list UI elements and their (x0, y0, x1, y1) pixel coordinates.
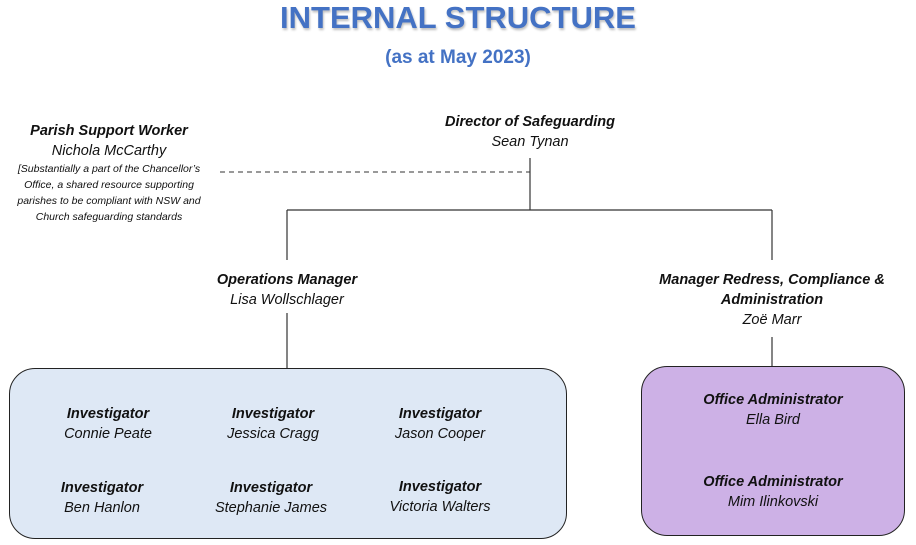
office-admin-role: Office Administrator (703, 392, 843, 408)
parish-support-note-2: Office, a shared resource supporting (24, 179, 194, 191)
parish-support-note-3: parishes to be compliant with NSW and (17, 195, 201, 207)
investigator-role: Investigator (231, 406, 315, 422)
parish-support-node: Parish Support Worker Nichola McCarthy [… (2, 121, 216, 225)
investigator-role: Investigator (398, 406, 482, 422)
investigator-node: Investigator Stephanie James (193, 478, 349, 518)
investigator-role: Investigator (398, 479, 482, 495)
director-name: Sean Tynan (491, 134, 569, 150)
parish-support-note-4: Church safeguarding standards (35, 211, 183, 223)
director-role: Director of Safeguarding (445, 114, 615, 130)
office-admin-node: Office Administrator Mim Ilinkovski (642, 472, 904, 512)
investigator-name: Ben Hanlon (64, 500, 140, 516)
redress-manager-name: Zoë Marr (742, 312, 802, 328)
operations-manager-role: Operations Manager (216, 272, 358, 288)
office-admin-name: Ella Bird (746, 412, 800, 428)
investigator-node: Investigator Connie Peate (38, 404, 178, 444)
investigators-box: Investigator Connie Peate Investigator J… (9, 368, 567, 539)
office-admin-node: Office Administrator Ella Bird (642, 390, 904, 430)
redress-manager-role-line1: Manager Redress, Compliance & (659, 272, 885, 288)
investigator-name: Jessica Cragg (227, 426, 319, 442)
investigator-node: Investigator Jason Cooper (370, 404, 510, 444)
parish-support-name: Nichola McCarthy (51, 143, 167, 159)
investigator-role: Investigator (60, 480, 144, 496)
operations-manager-name: Lisa Wollschlager (230, 292, 344, 308)
director-node: Director of Safeguarding Sean Tynan (420, 112, 640, 152)
page-subtitle: (as at May 2023) (385, 47, 531, 68)
investigator-role: Investigator (229, 480, 313, 496)
parish-support-note-1: [Substantially a part of the Chancellor’… (17, 163, 201, 175)
investigator-name: Victoria Walters (389, 499, 491, 515)
office-admin-box: Office Administrator Ella Bird Office Ad… (641, 366, 905, 536)
investigator-name: Connie Peate (64, 426, 152, 442)
parish-support-role: Parish Support Worker (30, 123, 188, 139)
investigator-node: Investigator Ben Hanlon (32, 478, 172, 518)
investigator-name: Jason Cooper (394, 426, 486, 442)
investigator-role: Investigator (66, 406, 150, 422)
office-admin-name: Mim Ilinkovski (727, 494, 819, 510)
office-admin-role: Office Administrator (703, 474, 843, 490)
investigator-node: Investigator Jessica Cragg (203, 404, 343, 444)
operations-manager-node: Operations Manager Lisa Wollschlager (177, 270, 397, 310)
redress-manager-node: Manager Redress, Compliance & Administra… (642, 270, 902, 330)
redress-manager-role-line2: Administration (720, 292, 824, 308)
investigator-name: Stephanie James (214, 500, 328, 516)
page-title: INTERNAL STRUCTURE (280, 0, 636, 35)
investigator-node: Investigator Victoria Walters (365, 477, 515, 517)
